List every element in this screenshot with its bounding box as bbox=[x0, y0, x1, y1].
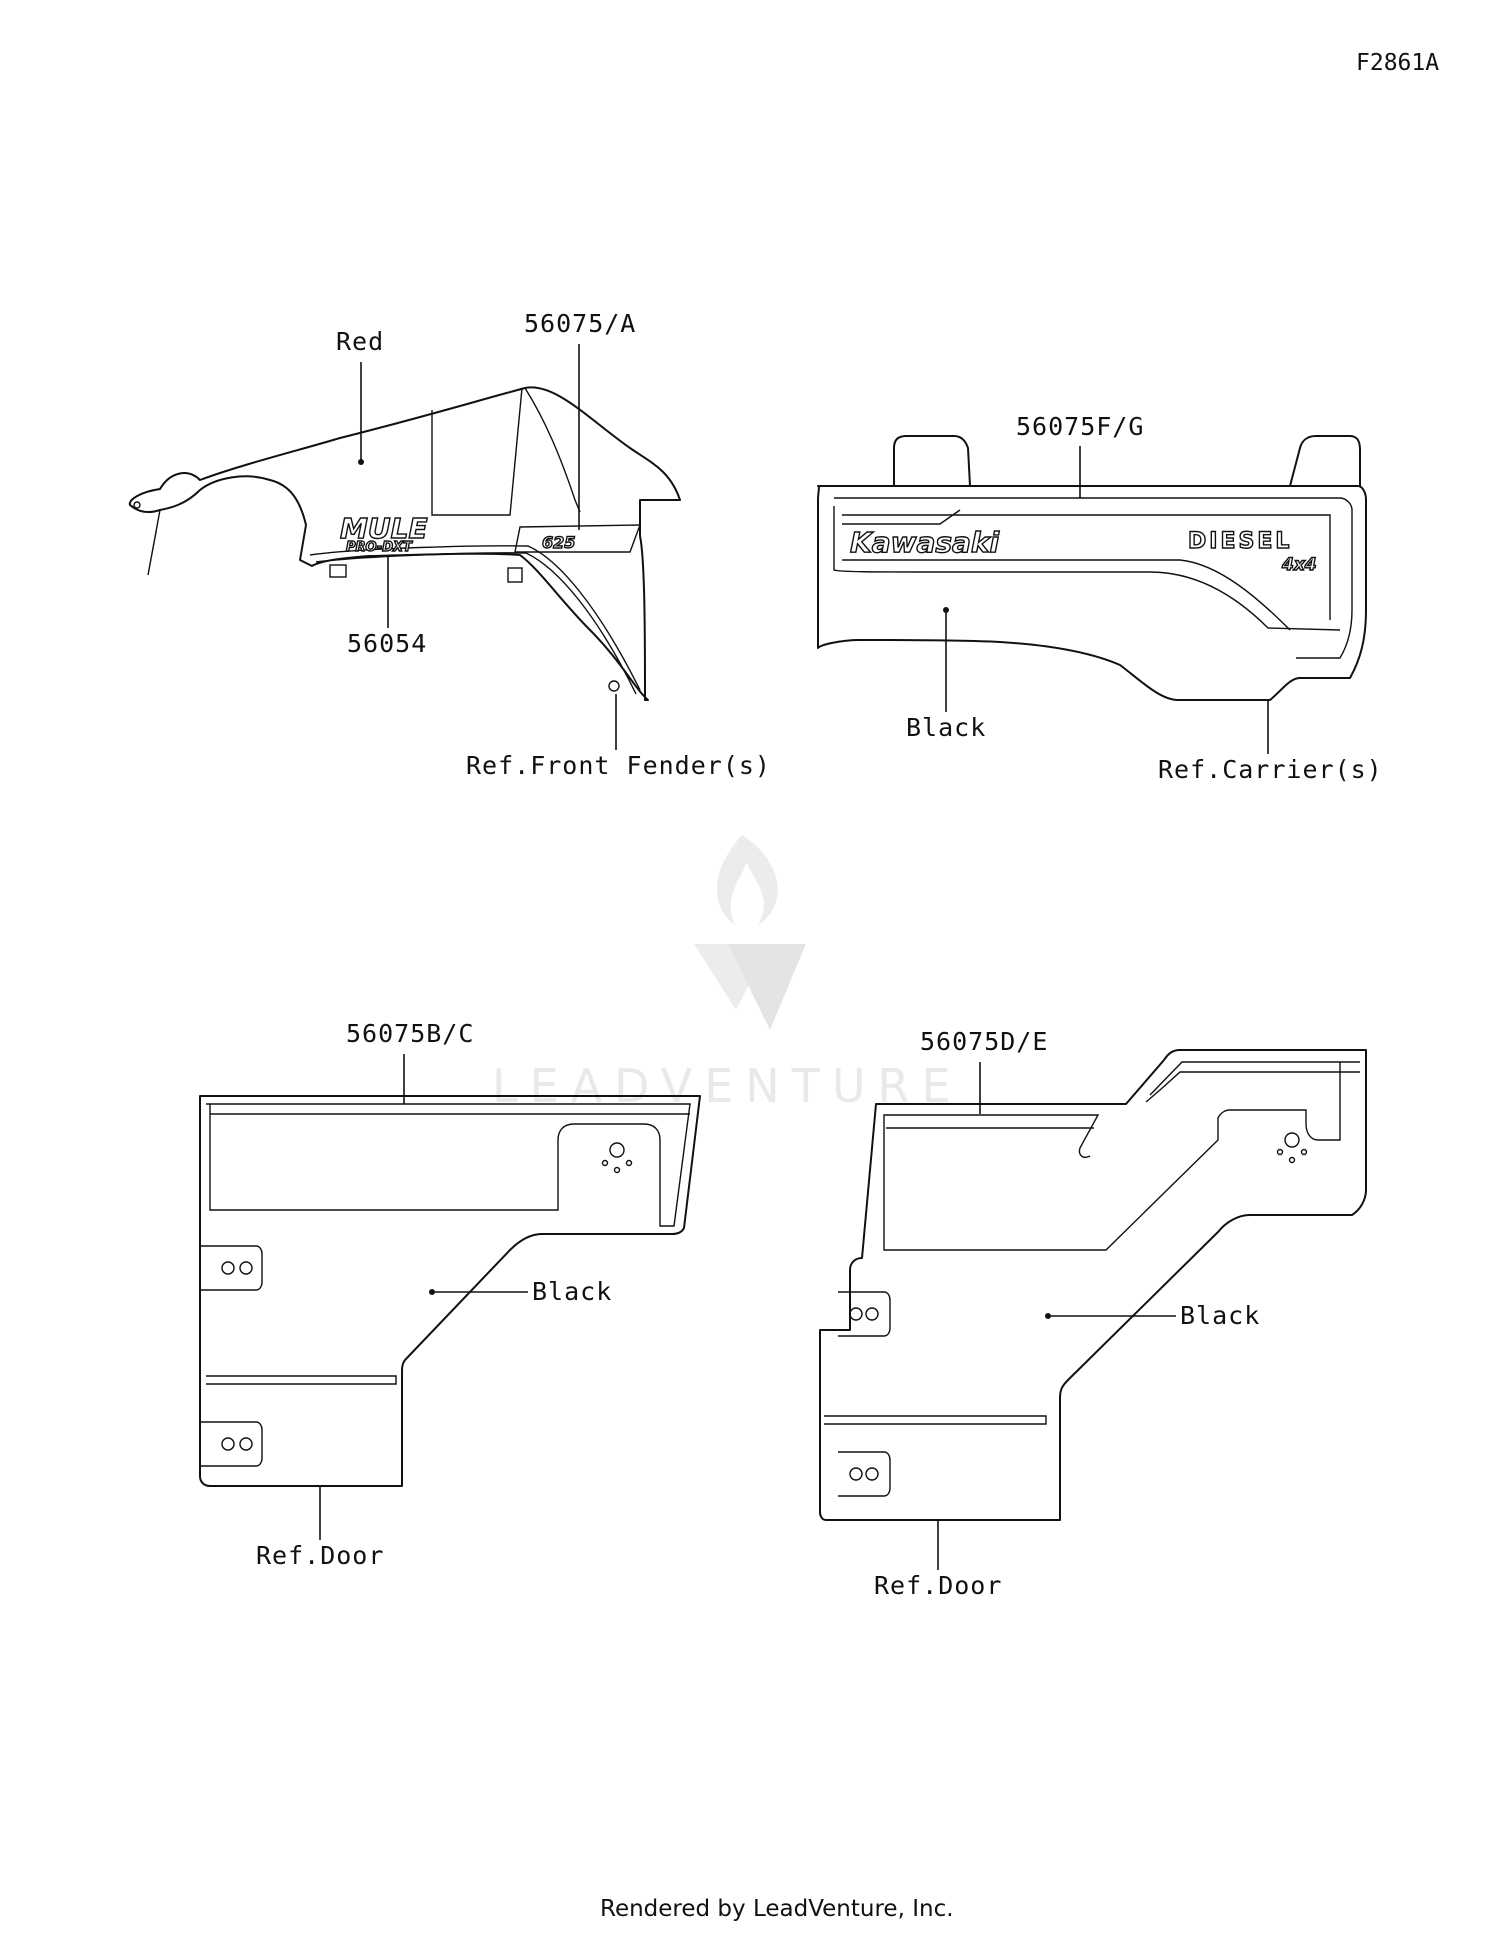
leader-dot-black-door-left bbox=[429, 1289, 435, 1295]
carrier-drawing: Kawasaki DIESEL 4x4 bbox=[817, 435, 1367, 701]
left-door-drawing bbox=[199, 1095, 701, 1487]
leadventure-logo-icon bbox=[694, 835, 806, 1030]
figure-id: F2861A bbox=[1356, 50, 1439, 76]
front-fender-drawing: 625 MULE PRO-DXT bbox=[128, 386, 681, 701]
label-56054: 56054 bbox=[347, 629, 427, 658]
leader-dot-red bbox=[358, 459, 364, 465]
decal-kawasaki-text: Kawasaki bbox=[850, 526, 1000, 559]
footer-credit: Rendered by LeadVenture, Inc. bbox=[600, 1896, 954, 1922]
label-black-carrier: Black bbox=[906, 713, 986, 742]
left-door-group: 56075B/C Black Ref.Door bbox=[199, 1019, 701, 1570]
decal-mule-text: MULE bbox=[340, 512, 428, 545]
label-red: Red bbox=[336, 327, 384, 356]
label-ref-door-left: Ref.Door bbox=[256, 1541, 384, 1570]
label-black-door-right: Black bbox=[1180, 1301, 1260, 1330]
label-56075d-e: 56075D/E bbox=[920, 1027, 1048, 1056]
mule-decal: MULE PRO-DXT bbox=[339, 511, 428, 555]
decal-diesel-text: DIESEL bbox=[1188, 529, 1292, 554]
decal-pro-text: PRO-DXT bbox=[346, 540, 413, 555]
right-door-group: 56075D/E Black Ref.Door bbox=[819, 1027, 1367, 1600]
label-56075-a: 56075/A bbox=[524, 309, 636, 338]
watermark: LEADVENTURE bbox=[492, 835, 951, 1113]
label-black-door-left: Black bbox=[532, 1277, 612, 1306]
front-fender-group: 625 MULE PRO-DXT Red 56075/A 56054 Ref.F… bbox=[128, 309, 771, 780]
leader-dot-black-door-right bbox=[1045, 1313, 1051, 1319]
decal-625-icon: 625 bbox=[542, 533, 575, 552]
label-ref-carrier: Ref.Carrier(s) bbox=[1158, 755, 1383, 784]
label-56075b-c: 56075B/C bbox=[346, 1019, 474, 1048]
label-ref-front-fender: Ref.Front Fender(s) bbox=[466, 751, 771, 780]
label-56075f-g: 56075F/G bbox=[1016, 412, 1144, 441]
right-door-drawing bbox=[819, 1049, 1367, 1521]
label-ref-door-right: Ref.Door bbox=[874, 1571, 1002, 1600]
carrier-group: Kawasaki DIESEL 4x4 56075F/G Black Ref.C… bbox=[817, 412, 1383, 784]
decal-4x4-text: 4x4 bbox=[1281, 555, 1317, 575]
leader-dot-black-carrier bbox=[943, 607, 949, 613]
